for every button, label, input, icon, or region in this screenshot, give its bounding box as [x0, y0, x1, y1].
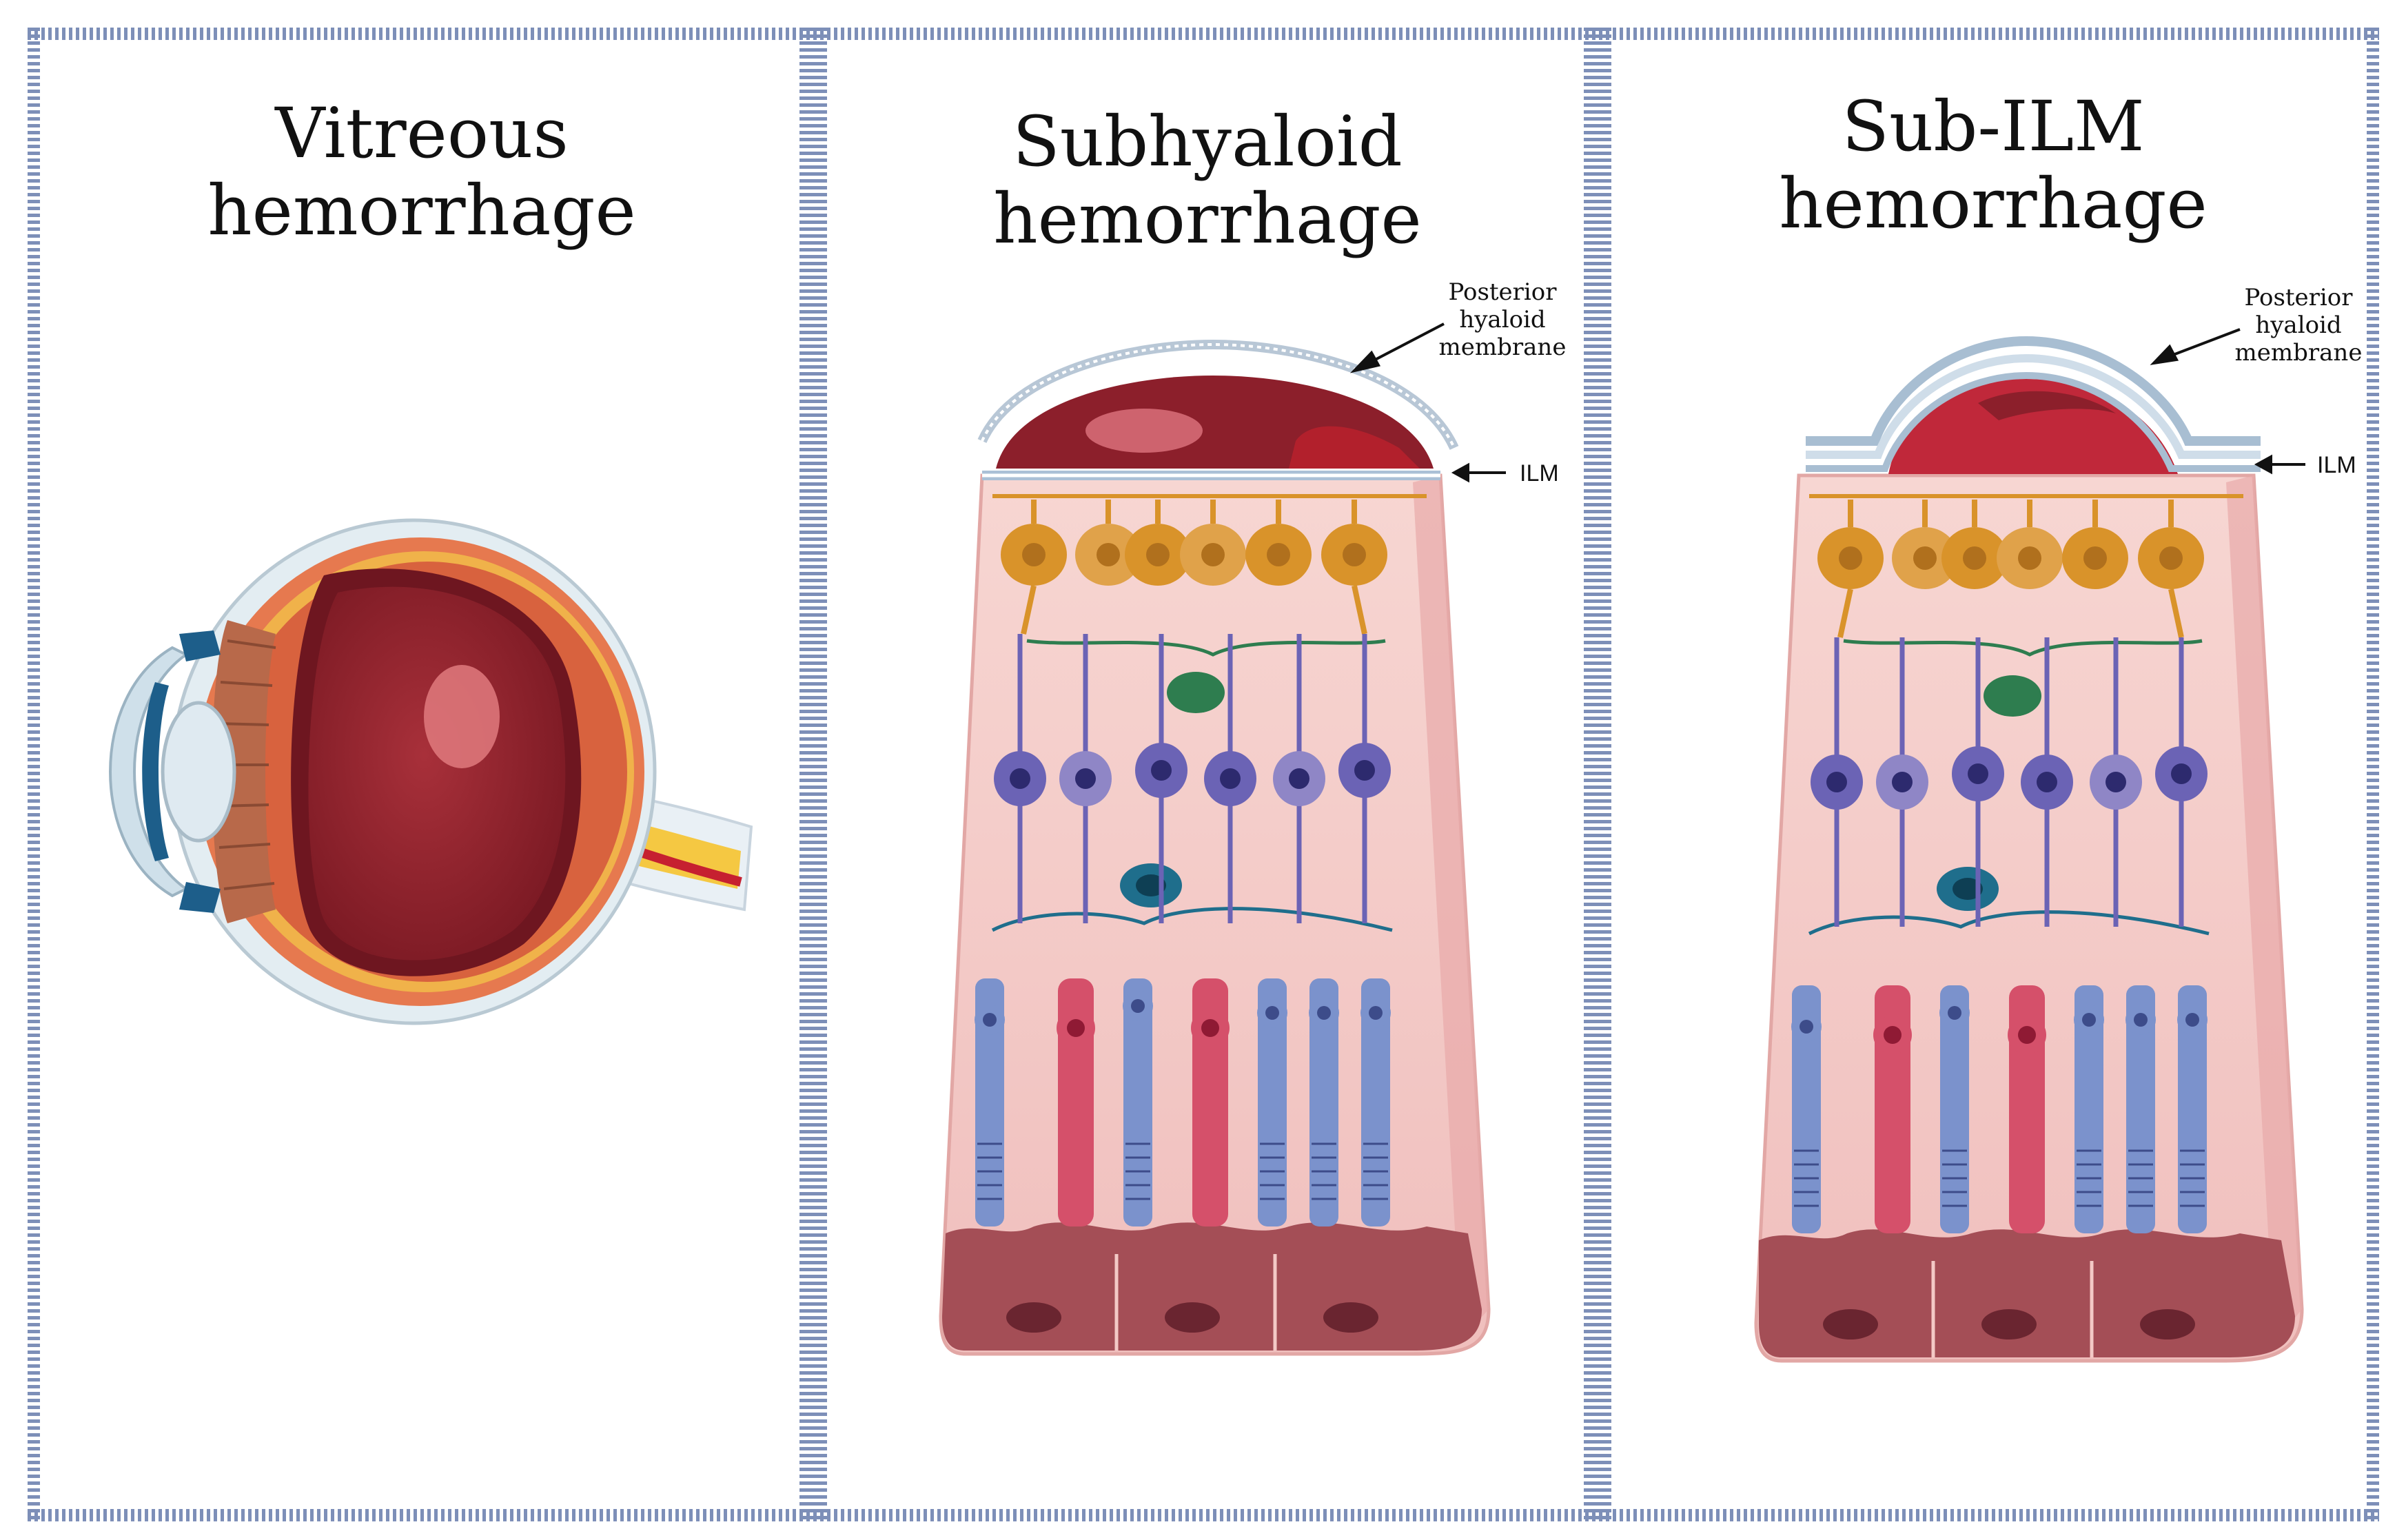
panel-3-title-line-2: hemorrhage	[1779, 163, 2207, 244]
retina-layer-icon	[939, 339, 1491, 1356]
panel-2-title: Subhyaloid hemorrhage	[993, 101, 1421, 259]
panel-3-ilm-arrow	[2254, 454, 2305, 475]
retina-layer-icon	[1754, 336, 2304, 1363]
panel-2-phm-line-2: hyaloid	[1459, 306, 1545, 333]
panel-2-ilm-label: ILM	[1520, 460, 1559, 486]
panel-2-phm-line-1: Posterior	[1448, 278, 1557, 306]
eye-cross-section-icon	[109, 518, 753, 1025]
panel-3-phm-label: Posterior hyaloid membrane	[2235, 284, 2363, 367]
panel-2-title-line-1: Subhyaloid	[1012, 101, 1403, 182]
panel-3-title-line-1: Sub-ILM	[1842, 86, 2144, 167]
panel-2-ilm-arrow	[1451, 462, 1506, 483]
panel-2-phm-line-3: membrane	[1439, 333, 1567, 361]
panel-2-phm-label: Posterior hyaloid membrane	[1439, 278, 1567, 361]
panel-1-title: Vitreous hemorrhage	[207, 93, 635, 251]
panel-3-phm-line-3: membrane	[2235, 339, 2363, 367]
panel-2-phm-arrow	[1349, 322, 1445, 373]
panel-1-title-line-2: hemorrhage	[207, 170, 635, 251]
panel-frames	[28, 28, 2379, 1521]
panel-2-title-line-2: hemorrhage	[993, 178, 1421, 259]
panel-3-phm-line-2: hyaloid	[2255, 311, 2341, 339]
panel-3-title: Sub-ILM hemorrhage	[1779, 86, 2207, 244]
panel-1-title-line-1: Vitreous	[274, 93, 569, 174]
panel-3-phm-line-1: Posterior	[2244, 284, 2353, 311]
panel-3-ilm-label: ILM	[2317, 452, 2356, 478]
panel-3-phm-arrow	[2150, 328, 2241, 365]
